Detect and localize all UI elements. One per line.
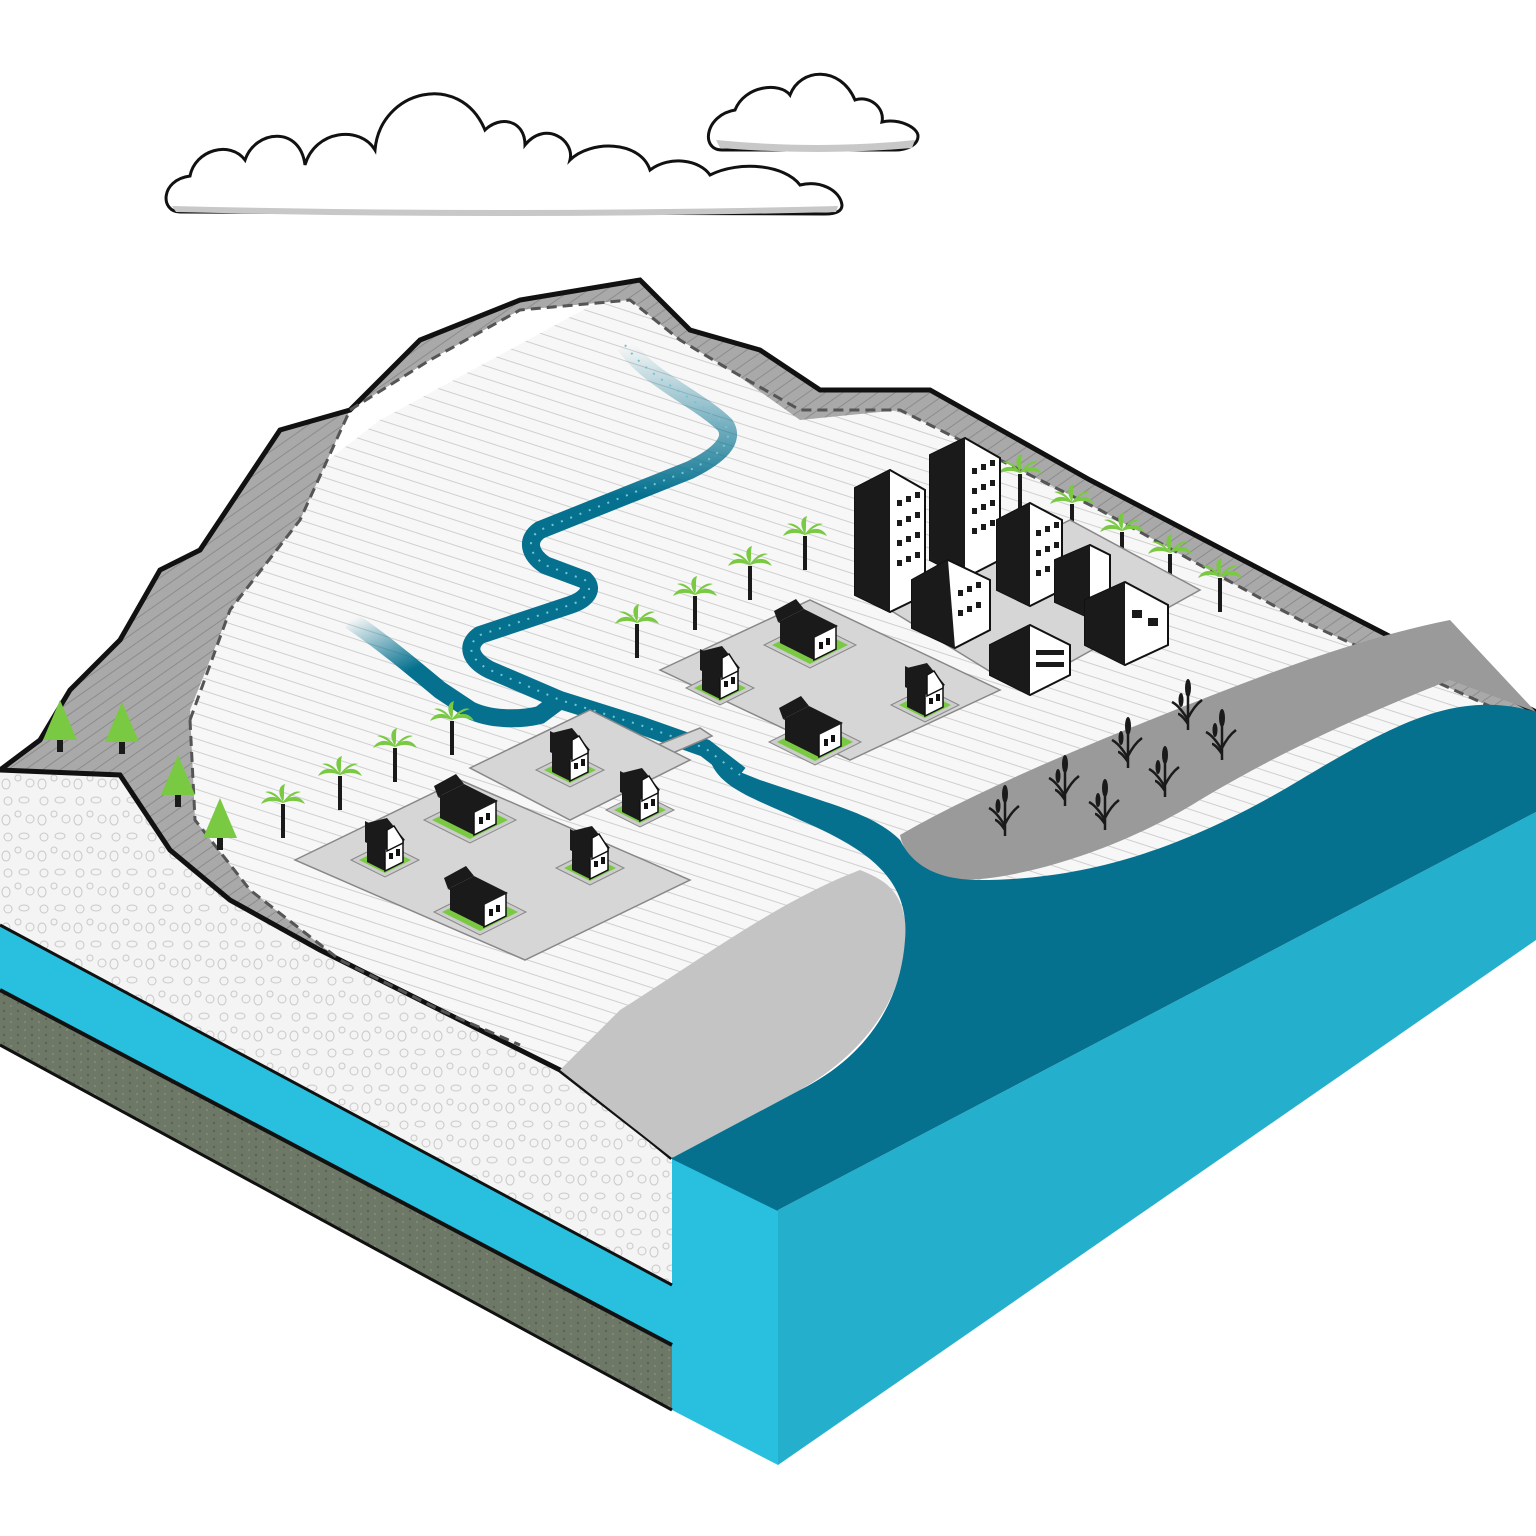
cloud-small <box>706 72 920 152</box>
beach <box>560 870 906 1158</box>
bedrock-layer <box>0 990 672 1410</box>
sea-front-face <box>672 1158 778 1465</box>
cloud-large <box>164 92 844 216</box>
high-rise-district <box>854 436 1202 697</box>
town-housing-cluster <box>658 598 1002 766</box>
river-channel <box>345 339 746 783</box>
suburban-housing-cluster <box>293 709 692 961</box>
gravel-soil-layer <box>0 770 672 1285</box>
estuary <box>672 704 1536 1210</box>
sea-side-face <box>778 812 1536 1465</box>
floodplain-surface <box>0 290 1536 1158</box>
